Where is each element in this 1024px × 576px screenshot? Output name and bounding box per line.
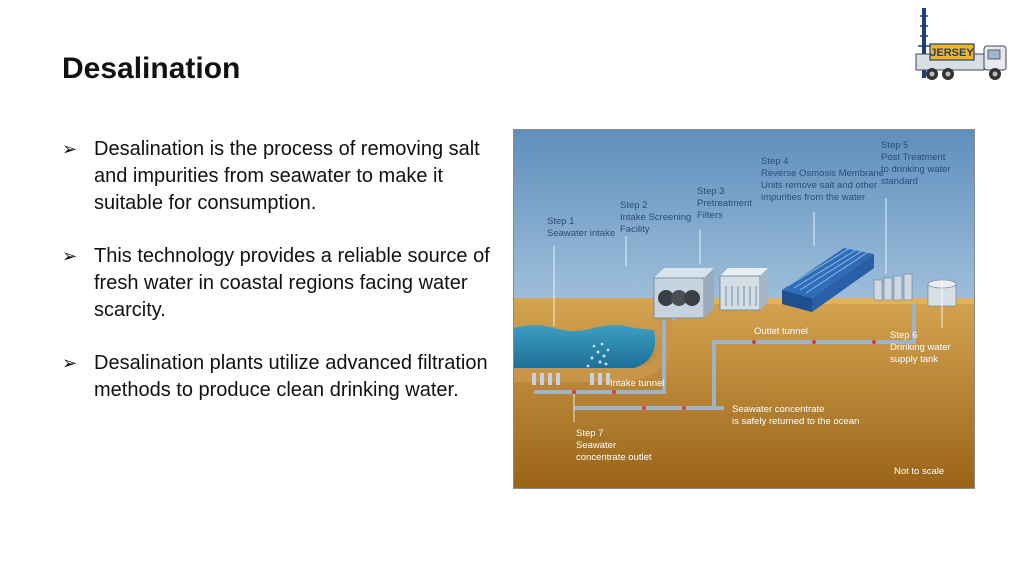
post-treatment-tanks	[873, 273, 913, 301]
intake-screening-building	[653, 268, 714, 319]
step1-label: Step 1 Seawater intake	[547, 216, 615, 239]
intake-tunnel-label: Intake tunnel	[610, 378, 664, 389]
bullet-text: This technology provides a reliable sour…	[94, 245, 490, 321]
scale-note: Not to scale	[894, 466, 944, 477]
bullet-list: ➢ Desalination is the process of removin…	[62, 136, 492, 430]
step4-label: Step 4 Reverse Osmosis Membrane Units re…	[761, 156, 887, 203]
step3-label: Step 3 Pretreatment Filters	[697, 186, 755, 221]
bullet-item: ➢ Desalination plants utilize advanced f…	[62, 350, 492, 404]
outlet-tunnel-label: Outlet tunnel	[754, 326, 808, 337]
slide-title: Desalination	[62, 52, 241, 85]
step7-label: Step 7 Seawater concentrate outlet	[576, 428, 652, 463]
arrow-bullet-icon: ➢	[62, 246, 78, 267]
bullet-item: ➢ This technology provides a reliable so…	[62, 243, 492, 324]
arrow-bullet-icon: ➢	[62, 353, 78, 374]
bullet-text: Desalination plants utilize advanced fil…	[94, 352, 488, 401]
company-logo: JERSEY	[910, 6, 1016, 86]
concentrate-bubbles	[586, 342, 610, 368]
pretreatment-filters	[719, 268, 768, 311]
step6-label: Step 6 Drinking water supply tank	[890, 330, 953, 365]
step2-label: Step 2 Intake Screening Facility	[620, 200, 694, 235]
bullet-item: ➢ Desalination is the process of removin…	[62, 136, 492, 217]
step5-label: Step 5 Post Treatment to drinking water …	[881, 140, 953, 187]
sea-area	[514, 325, 656, 368]
arrow-bullet-icon: ➢	[62, 139, 78, 160]
intake-heads	[532, 373, 610, 385]
drilling-truck-icon: JERSEY	[915, 8, 1007, 80]
bullet-text: Desalination is the process of removing …	[94, 138, 480, 214]
reverse-osmosis-units	[782, 247, 874, 312]
desalination-diagram: Step 1 Seawater intake Step 2 Intake Scr…	[513, 129, 975, 489]
logo-text: JERSEY	[930, 47, 974, 59]
concentrate-note: Seawater concentrate is safely returned …	[732, 404, 859, 427]
